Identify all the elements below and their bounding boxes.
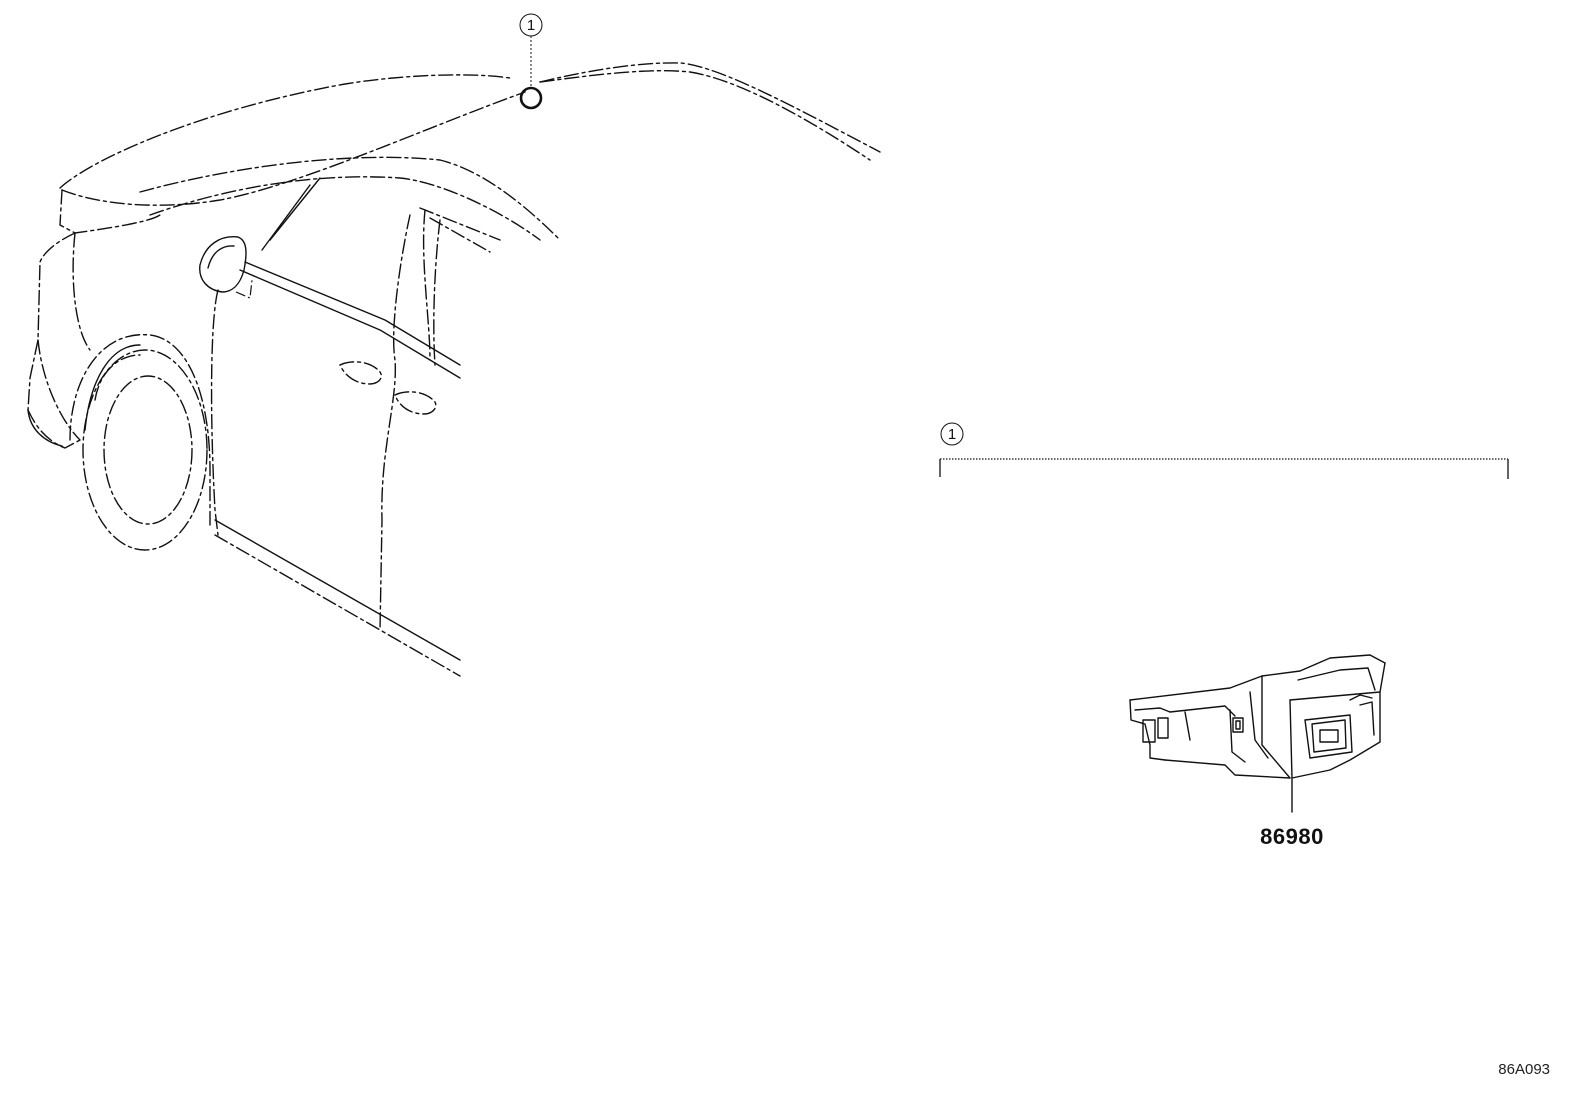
bracket-callout-label: 1 bbox=[948, 426, 956, 443]
callout-label: 1 bbox=[527, 17, 535, 34]
figure-code: 86A093 bbox=[1498, 1061, 1550, 1078]
location-callout: 1 bbox=[519, 13, 543, 110]
vehicle-outline bbox=[27, 62, 881, 677]
location-marker bbox=[519, 86, 543, 110]
part-number-label: 86980 bbox=[1260, 824, 1324, 849]
assembly-bracket: 1 bbox=[939, 422, 1509, 479]
bracket-callout-bubble bbox=[940, 422, 964, 446]
control-module-part: 86980 bbox=[1129, 654, 1386, 849]
